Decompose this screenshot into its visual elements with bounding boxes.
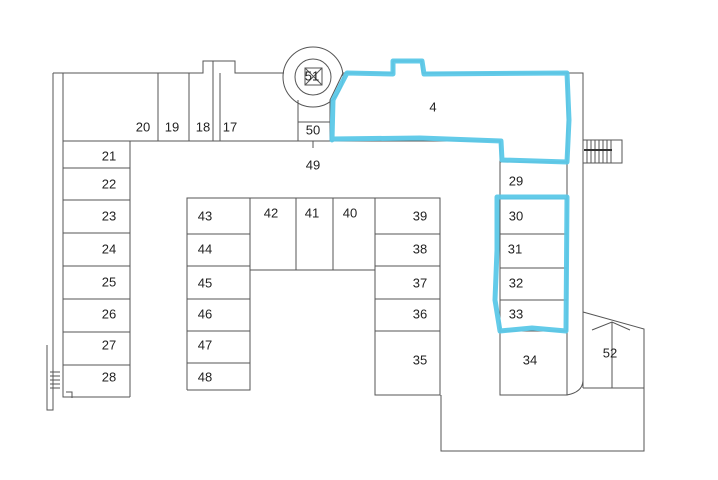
room-40[interactable]: 40: [343, 205, 357, 220]
room-4[interactable]: 4: [429, 99, 436, 114]
room-29[interactable]: 29: [509, 173, 523, 188]
room-18[interactable]: 18: [196, 119, 210, 134]
highlight-room-4: [329, 58, 572, 165]
room-17[interactable]: 17: [223, 119, 237, 134]
room-51[interactable]: 51: [305, 68, 319, 83]
room-48[interactable]: 48: [198, 369, 212, 384]
room-44[interactable]: 44: [198, 241, 212, 256]
room-35[interactable]: 35: [413, 352, 427, 367]
room-33[interactable]: 33: [509, 306, 523, 321]
room-24[interactable]: 24: [102, 241, 116, 256]
room-25[interactable]: 25: [102, 274, 116, 289]
walls: [46, 46, 645, 452]
room-49[interactable]: 49: [306, 157, 320, 172]
room-45[interactable]: 45: [198, 275, 212, 290]
room-41[interactable]: 41: [305, 205, 319, 220]
room-32[interactable]: 32: [509, 275, 523, 290]
room-21[interactable]: 21: [102, 148, 116, 163]
room-31[interactable]: 31: [508, 241, 522, 256]
room-37[interactable]: 37: [413, 275, 427, 290]
room-36[interactable]: 36: [413, 306, 427, 321]
room-30[interactable]: 30: [509, 208, 523, 223]
room-47[interactable]: 47: [198, 337, 212, 352]
highlights: [329, 58, 572, 334]
room-20[interactable]: 20: [136, 119, 150, 134]
room-labels: 4 17 18 19 20 21 22 23 24 25 26 27 28 29…: [102, 68, 617, 384]
room-26[interactable]: 26: [102, 306, 116, 321]
room-28[interactable]: 28: [102, 369, 116, 384]
room-42[interactable]: 42: [264, 205, 278, 220]
room-39[interactable]: 39: [413, 208, 427, 223]
room-22[interactable]: 22: [102, 176, 116, 191]
room-50[interactable]: 50: [306, 122, 320, 137]
room-43[interactable]: 43: [198, 208, 212, 223]
room-38[interactable]: 38: [413, 241, 427, 256]
room-52[interactable]: 52: [603, 345, 617, 360]
room-19[interactable]: 19: [165, 119, 179, 134]
room-27[interactable]: 27: [102, 337, 116, 352]
highlight-rooms-30-33: [492, 194, 570, 334]
room-23[interactable]: 23: [102, 208, 116, 223]
room-34[interactable]: 34: [523, 352, 537, 367]
room-46[interactable]: 46: [198, 306, 212, 321]
